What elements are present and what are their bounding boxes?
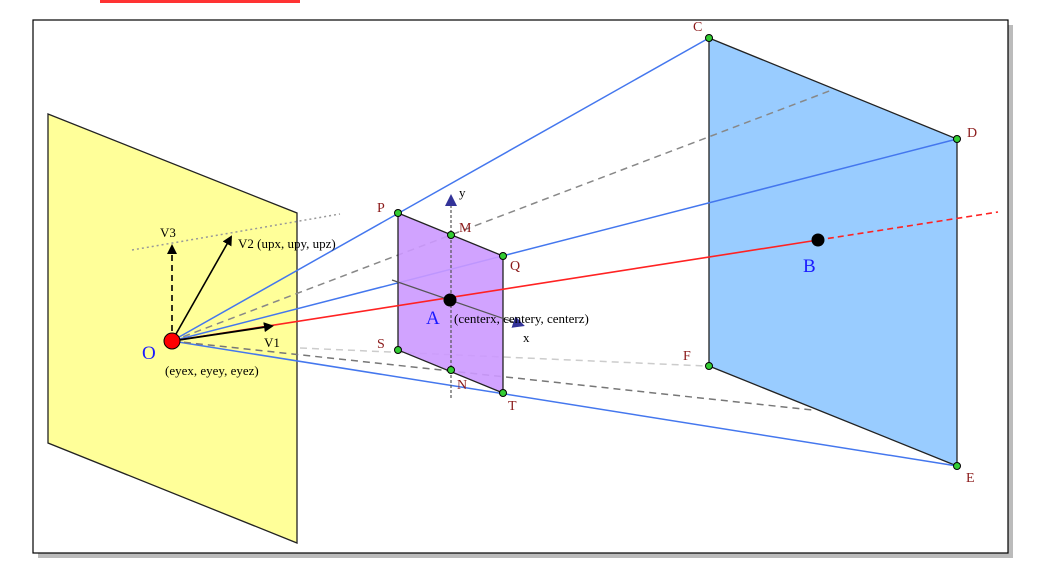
- cropped-caption: [100, 0, 300, 3]
- sight-line: [171, 239, 819, 342]
- label-x-axis: x: [523, 330, 530, 345]
- label-eye: (eyex, eyey, eyez): [165, 363, 259, 378]
- label-e: E: [966, 471, 975, 486]
- sight-line-extension: [817, 211, 999, 241]
- label-n: N: [457, 378, 467, 393]
- label-p: P: [377, 201, 385, 216]
- label-q: Q: [510, 259, 520, 274]
- label-a: A: [426, 308, 440, 329]
- label-y-axis: y: [459, 185, 466, 200]
- x-axis: [391, 279, 525, 328]
- label-t: T: [508, 399, 517, 414]
- label-b: B: [803, 256, 816, 277]
- label-s: S: [377, 337, 385, 352]
- label-d: D: [967, 126, 977, 141]
- label-m: M: [459, 221, 472, 236]
- label-c: C: [693, 20, 702, 35]
- label-v2: V2 (upx, upy, upz): [238, 236, 336, 251]
- center-point: [443, 293, 457, 307]
- v1-vector: [171, 322, 274, 342]
- label-v3: V3: [160, 225, 176, 240]
- label-v1: V1: [264, 335, 280, 350]
- label-origin: O: [142, 343, 156, 364]
- label-center: (centerx, centery, centerz): [454, 311, 589, 326]
- frustum-lines: [131, 37, 958, 467]
- v2-vector: [171, 235, 232, 342]
- far-point: [811, 233, 825, 247]
- vertex-points: [394, 34, 961, 470]
- label-f: F: [683, 349, 691, 364]
- eye-point: [163, 332, 181, 350]
